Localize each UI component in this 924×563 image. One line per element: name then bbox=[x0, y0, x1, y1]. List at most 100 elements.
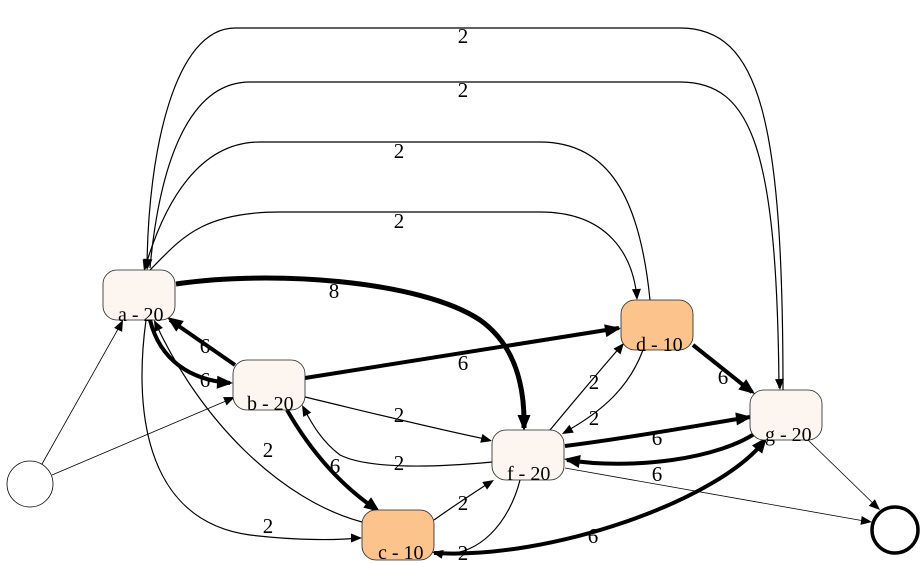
node-end bbox=[870, 505, 920, 555]
arrowhead-icon bbox=[480, 433, 492, 443]
edge-b-a: 6 bbox=[167, 317, 237, 367]
start-node-circle bbox=[6, 460, 54, 508]
node-c: c - 10 bbox=[361, 509, 435, 563]
node-box bbox=[102, 269, 176, 321]
edge-label: 2 bbox=[394, 451, 405, 475]
edge-line bbox=[144, 141, 651, 301]
edge-a-b: 6 bbox=[148, 319, 233, 392]
edge-label: 6 bbox=[652, 426, 663, 450]
edge-c-g: 6 bbox=[433, 437, 767, 556]
edge-g-f: 6 bbox=[564, 428, 762, 486]
edge-label: 2 bbox=[458, 24, 469, 48]
end-node-circle bbox=[870, 505, 920, 555]
arrowhead-icon bbox=[363, 497, 380, 512]
edge-line bbox=[691, 343, 754, 394]
edge-label: 2 bbox=[458, 491, 469, 515]
edge-f-g: 6 bbox=[564, 412, 752, 450]
node-f: f - 20 bbox=[491, 429, 565, 485]
edge-label: 2 bbox=[458, 78, 469, 102]
arrowhead-icon bbox=[868, 499, 880, 510]
edge-line bbox=[302, 406, 493, 467]
arrowhead-icon bbox=[631, 288, 641, 300]
arrowhead-icon bbox=[613, 343, 624, 355]
edge-line bbox=[433, 438, 767, 556]
edge-start-b bbox=[51, 397, 235, 476]
node-label: f - 20 bbox=[507, 463, 550, 485]
edge-b-f: 2 bbox=[304, 396, 492, 443]
arrowhead-icon bbox=[735, 412, 752, 426]
edge-label: 6 bbox=[588, 524, 599, 548]
arrowhead-icon bbox=[860, 515, 872, 525]
arrowhead-icon bbox=[751, 437, 767, 454]
edge-f-end bbox=[564, 467, 872, 525]
edge-line bbox=[51, 397, 234, 476]
edge-line bbox=[304, 396, 491, 441]
edge-label: 6 bbox=[330, 454, 341, 478]
edge-line bbox=[285, 409, 379, 512]
arrowhead-icon bbox=[564, 455, 581, 468]
arrowhead-icon bbox=[604, 324, 621, 338]
edge-b-c: 6 bbox=[285, 409, 380, 512]
edge-d-g: 6 bbox=[691, 343, 755, 394]
edge-d-f: 2 bbox=[562, 349, 644, 434]
edge-label: 6 bbox=[718, 365, 729, 389]
node-start bbox=[6, 460, 54, 508]
edge-label: 6 bbox=[652, 462, 663, 486]
arrowhead-icon bbox=[482, 480, 494, 490]
node-label: b - 20 bbox=[247, 393, 294, 415]
edge-a-c: 2 bbox=[141, 319, 362, 543]
edge-label: 2 bbox=[263, 438, 274, 462]
arrowhead-icon bbox=[223, 397, 235, 406]
node-label: a - 20 bbox=[118, 304, 164, 326]
node-a: a - 20 bbox=[102, 269, 176, 326]
node-b: b - 20 bbox=[232, 359, 306, 415]
edge-label: 2 bbox=[263, 514, 274, 538]
edge-a-d: 2 bbox=[149, 209, 641, 300]
edge-line bbox=[807, 439, 880, 510]
arrowhead-icon bbox=[216, 375, 233, 389]
edge-line bbox=[154, 321, 363, 523]
edge-line bbox=[175, 275, 527, 429]
arrowhead-icon bbox=[351, 533, 362, 543]
edge-line bbox=[149, 211, 638, 299]
arrowhead-icon bbox=[154, 320, 163, 332]
arrowhead-icon bbox=[142, 259, 152, 271]
edge-label: 2 bbox=[394, 139, 405, 163]
edge-f-d: 2 bbox=[549, 343, 624, 431]
edge-line bbox=[549, 344, 623, 431]
node-label: d - 10 bbox=[636, 334, 683, 356]
edge-f-b: 2 bbox=[302, 405, 493, 475]
edge-line bbox=[168, 318, 237, 367]
edge-c-f: 2 bbox=[433, 480, 494, 521]
edge-line bbox=[564, 349, 644, 433]
edge-label: 6 bbox=[458, 351, 469, 375]
node-label: c - 10 bbox=[378, 542, 424, 563]
node-d: d - 10 bbox=[620, 299, 694, 356]
edge-a-g: 2 bbox=[149, 78, 784, 390]
node-box bbox=[491, 429, 565, 481]
node-box bbox=[232, 359, 306, 411]
edge-d-a: 2 bbox=[142, 139, 651, 301]
edge-label: 6 bbox=[200, 368, 211, 392]
node-g: g - 20 bbox=[749, 389, 823, 446]
edge-label: 2 bbox=[589, 370, 600, 394]
edge-line bbox=[146, 27, 784, 391]
edge-line bbox=[149, 81, 780, 389]
arrowhead-icon bbox=[114, 320, 123, 332]
edge-line bbox=[564, 467, 871, 523]
edge-b-d: 6 bbox=[304, 324, 621, 380]
node-label: g - 20 bbox=[765, 424, 812, 446]
arrowhead-icon bbox=[738, 379, 755, 394]
edge-label: 2 bbox=[394, 403, 405, 427]
edge-line bbox=[41, 321, 123, 465]
arrowhead-icon bbox=[302, 405, 312, 417]
edge-g-end bbox=[807, 439, 880, 510]
node-box bbox=[749, 389, 823, 441]
edge-label: 2 bbox=[589, 406, 600, 430]
arrowhead-icon bbox=[775, 378, 784, 390]
edge-line bbox=[564, 415, 751, 448]
arrowhead-icon bbox=[562, 424, 574, 434]
arrowhead-icon bbox=[517, 415, 531, 431]
